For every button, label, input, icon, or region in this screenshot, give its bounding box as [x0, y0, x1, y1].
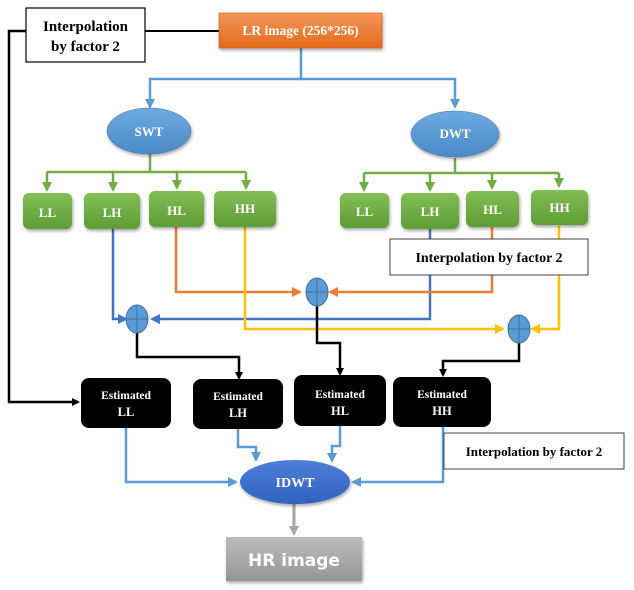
- connector-est-lh-to-idwt: [236, 428, 261, 462]
- connector-interp-to-est-ll: [7, 29, 80, 406]
- swt-band-hl: HL: [149, 191, 204, 227]
- interpolation-box-middle: Interpolation by factor 2: [389, 238, 589, 276]
- swt-band-lh: LH: [84, 193, 140, 229]
- adder-hl-icon: [305, 277, 329, 307]
- estimated-lh-node: Estimated LH: [193, 379, 283, 429]
- idwt-label: IDWT: [276, 476, 316, 491]
- svg-text:Estimated: Estimated: [417, 389, 467, 401]
- connector-dwt-lh-to-adder-ll: [150, 229, 432, 324]
- interpolation-bottom-label: Interpolation by factor 2: [466, 444, 603, 459]
- connector-est-hl-to-idwt: [327, 426, 342, 463]
- adder-hh-icon: [507, 314, 531, 344]
- hr-image-node: [226, 537, 362, 581]
- svg-text:HH: HH: [432, 404, 452, 418]
- interpolation-box-top: Interpolation by factor 2: [25, 7, 146, 63]
- dwt-label: DWT: [439, 126, 470, 141]
- svg-text:HH: HH: [549, 200, 569, 215]
- svg-text:LL: LL: [118, 405, 135, 419]
- connector-swt-hh-to-adder-hh: [243, 227, 505, 334]
- connector-swt-lh-to-adder-ll: [111, 229, 128, 324]
- svg-text:Estimated: Estimated: [101, 390, 151, 402]
- adder-ll-icon: [125, 304, 149, 334]
- dwt-band-hh: HH: [531, 190, 588, 225]
- dwt-band-ll: LL: [340, 193, 389, 228]
- swt-label: SWT: [135, 124, 164, 139]
- connector-adder-hl-to-est-hl: [315, 306, 344, 376]
- interpolation-box-bottom: Interpolation by factor 2: [443, 432, 625, 470]
- connector-adder-ll-to-est-lh: [135, 333, 243, 380]
- svg-text:HL: HL: [483, 202, 502, 217]
- connector-lr-to-swt: [145, 48, 303, 109]
- svg-text:HH: HH: [235, 201, 255, 216]
- interpolation-top-line2: by factor 2: [51, 39, 120, 55]
- estimated-hl-node: Estimated HL: [294, 375, 386, 426]
- hr-image-label: HR image: [248, 551, 340, 571]
- swt-band-hh: HH: [214, 191, 276, 227]
- dwt-band-lh: LH: [401, 193, 459, 229]
- svg-text:Estimated: Estimated: [315, 389, 365, 401]
- swt-node: [106, 107, 192, 155]
- connector-adder-hh-to-est-hh: [439, 343, 521, 377]
- dwt-node: [410, 110, 500, 158]
- estimated-ll-node: Estimated LL: [81, 378, 171, 428]
- swt-band-ll: LL: [23, 193, 72, 229]
- connector-est-ll-to-idwt: [124, 428, 238, 487]
- connector-swt-hl-to-adder-hl: [174, 227, 302, 297]
- svg-text:Estimated: Estimated: [213, 391, 263, 403]
- idwt-node: [240, 460, 350, 504]
- svg-text:LL: LL: [356, 204, 374, 219]
- svg-text:LH: LH: [103, 205, 122, 220]
- estimated-hh-node: Estimated HH: [393, 377, 491, 427]
- interpolation-top-line1: Interpolation: [43, 19, 129, 35]
- dwt-band-hl: HL: [466, 191, 519, 227]
- svg-text:HL: HL: [331, 404, 349, 418]
- lr-image-node: [218, 12, 383, 49]
- svg-text:HL: HL: [167, 203, 186, 218]
- connector-est-hh-to-idwt: [351, 426, 445, 487]
- connector-lr-to-dwt: [301, 77, 460, 109]
- lr-image-label: LR image (256*256): [242, 23, 358, 38]
- svg-text:LL: LL: [39, 205, 57, 220]
- svg-text:LH: LH: [229, 406, 247, 420]
- svg-text:LH: LH: [421, 204, 440, 219]
- interpolation-middle-label: Interpolation by factor 2: [415, 251, 562, 266]
